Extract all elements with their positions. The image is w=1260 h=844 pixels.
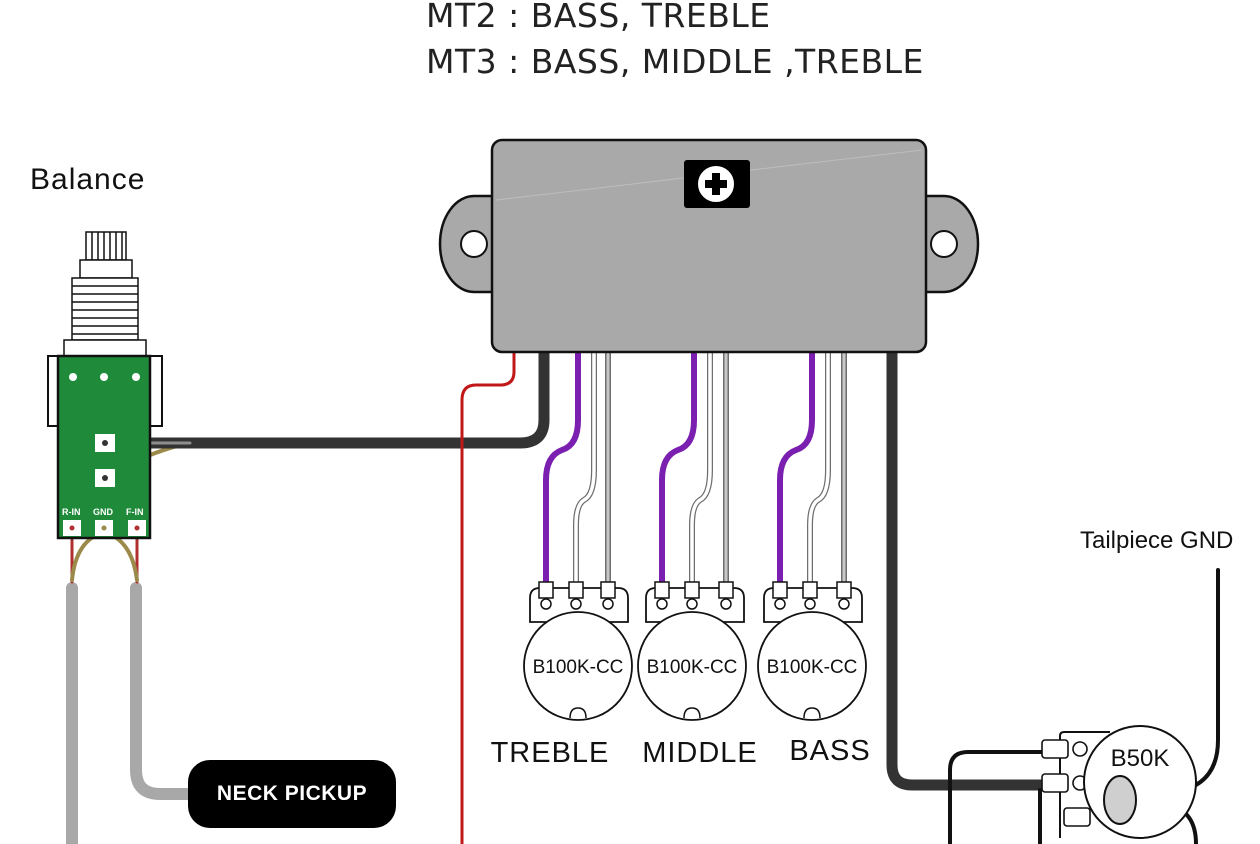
pcb-hole-2 xyxy=(100,373,108,381)
tone-pot-bass-label: BASS xyxy=(789,735,870,767)
plus-trim-icon[interactable] xyxy=(684,160,750,208)
wire-purple-treble xyxy=(543,347,581,588)
wire-red-power xyxy=(460,348,516,844)
pcb-hole-1 xyxy=(69,373,77,381)
wire-white-middle-core xyxy=(690,348,712,587)
tone-pot-bass: B100K-CC BASS xyxy=(757,581,870,767)
header: MT2 : BASS, TREBLE MT3 : BASS, MIDDLE ,T… xyxy=(426,0,924,81)
balance-shaft xyxy=(63,231,147,357)
wire-black-volume-loop xyxy=(948,750,1048,844)
preamp-module xyxy=(438,138,980,354)
balance-pot: Balance R xyxy=(30,163,163,540)
wire-purple-bass xyxy=(777,347,815,588)
wire-white-treble-core xyxy=(574,348,596,587)
tone-pots: B100K-CC TREBLE B100K-CC MIDDLE xyxy=(491,581,870,769)
volume-pot-lug xyxy=(1103,775,1137,825)
wire-purple-middle xyxy=(659,347,697,588)
tone-pot-treble-value: B100K-CC xyxy=(533,657,624,678)
tone-pot-middle-value: B100K-CC xyxy=(647,657,738,678)
tailpiece-gnd-label: Tailpiece GND xyxy=(1080,527,1233,554)
tone-pot-middle-label: MIDDLE xyxy=(642,737,758,769)
pcb-hole-3 xyxy=(132,373,140,381)
mounting-hole-left xyxy=(460,230,488,258)
pin-label-gnd: GND xyxy=(93,507,114,517)
wire-grey-neck-pickup xyxy=(130,582,206,800)
tone-pot-middle: B100K-CC MIDDLE xyxy=(637,581,758,769)
pin-label-fin: F-IN xyxy=(126,507,144,517)
tone-pot-treble: B100K-CC TREBLE xyxy=(491,581,633,769)
header-line-mt3: MT3 : BASS, MIDDLE ,TREBLE xyxy=(426,42,924,81)
neck-pickup-body xyxy=(188,760,396,828)
neck-pickup-label: NECK PICKUP xyxy=(217,782,367,805)
volume-pot: B50K xyxy=(1041,725,1197,839)
volume-pot-value: B50K xyxy=(1111,745,1170,772)
wire-black-volume xyxy=(886,344,1056,791)
neck-pickup: NECK PICKUP xyxy=(188,760,396,828)
pin-label-rin: R-IN xyxy=(62,507,81,517)
wire-black-balance-out xyxy=(100,344,550,449)
header-line-mt2: MT2 : BASS, TREBLE xyxy=(426,0,771,35)
balance-title: Balance xyxy=(30,163,145,196)
preamp-body xyxy=(490,138,928,354)
tone-pot-treble-label: TREBLE xyxy=(491,737,610,769)
tone-pot-bass-value: B100K-CC xyxy=(767,657,858,678)
wire-white-bass-core xyxy=(808,348,830,587)
mounting-hole-right xyxy=(930,230,958,258)
